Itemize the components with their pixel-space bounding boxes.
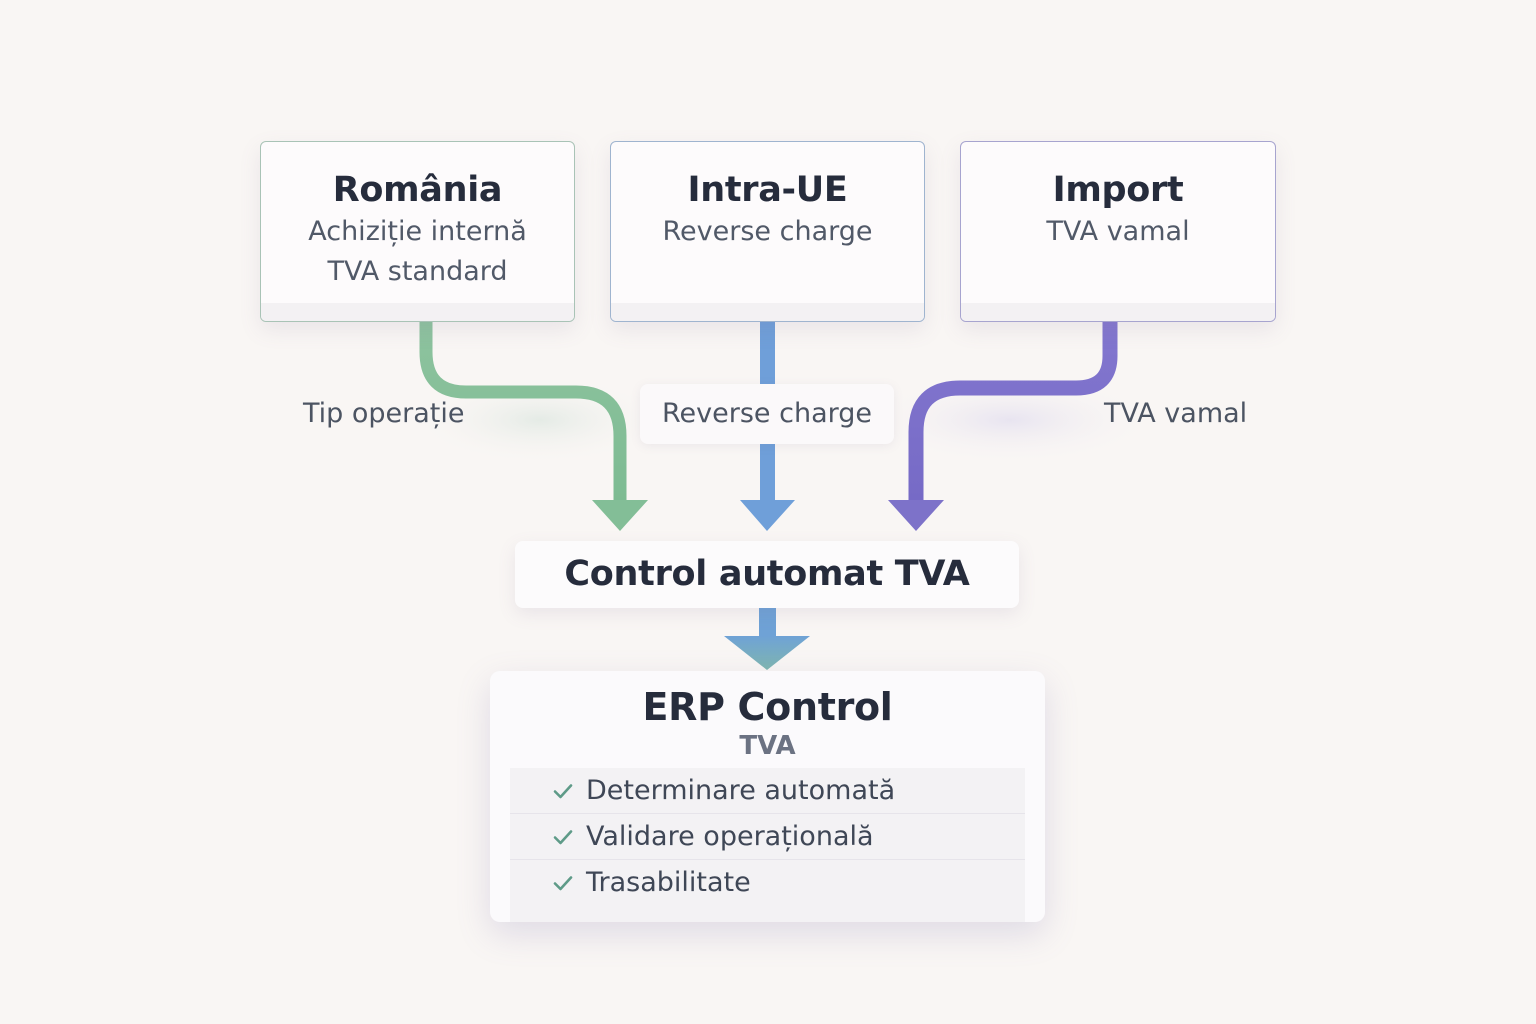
control-to-erp-shaft	[759, 608, 776, 640]
check-icon	[553, 875, 573, 890]
edge-label-tip-operatie: Tip operație	[303, 398, 465, 429]
intra-arrow-shaft-top	[760, 322, 775, 384]
erp-title: ERP Control	[642, 685, 893, 729]
checklist-item-label: Validare operațională	[586, 821, 874, 852]
source-box-import: Import TVA vamal	[960, 141, 1276, 322]
checklist-item-label: Determinare automată	[586, 775, 896, 806]
source-title-romania: România	[332, 170, 503, 210]
edge-label-reverse-charge: Reverse charge	[640, 384, 894, 444]
romania-arrow-shaft	[419, 322, 627, 502]
import-arrow-head	[888, 500, 944, 531]
source-detail-import: TVA vamal	[1046, 216, 1190, 247]
checklist-item: Trasabilitate	[510, 860, 1025, 905]
romania-arrow-head	[592, 500, 648, 531]
control-automat-box: Control automat TVA	[515, 541, 1019, 608]
erp-subtitle: TVA	[739, 731, 796, 761]
erp-checklist: Determinare automată Validare operaționa…	[510, 768, 1025, 922]
source-detail-intra-ue: Reverse charge	[662, 216, 873, 247]
edge-label-tva-vamal: TVA vamal	[1104, 398, 1248, 429]
source-detail-romania-2: TVA standard	[327, 256, 508, 287]
check-icon	[553, 783, 573, 798]
source-detail-romania-1: Achiziție internă	[308, 216, 527, 247]
checklist-item-label: Trasabilitate	[586, 867, 751, 898]
source-title-import: Import	[1052, 170, 1184, 210]
erp-control-card: ERP Control TVA Determinare automată Val…	[490, 671, 1045, 922]
check-icon	[553, 829, 573, 844]
checklist-item: Validare operațională	[510, 814, 1025, 860]
intra-arrow-head	[740, 500, 795, 531]
source-title-intra-ue: Intra-UE	[687, 170, 848, 210]
source-box-romania: România Achiziție internă TVA standard	[260, 141, 575, 322]
intra-arrow-shaft-bottom	[760, 444, 775, 502]
checklist-item: Determinare automată	[510, 768, 1025, 814]
source-box-intra-ue: Intra-UE Reverse charge	[610, 141, 925, 322]
control-to-erp-head	[724, 636, 810, 670]
import-arrow-shaft	[908, 322, 1118, 502]
